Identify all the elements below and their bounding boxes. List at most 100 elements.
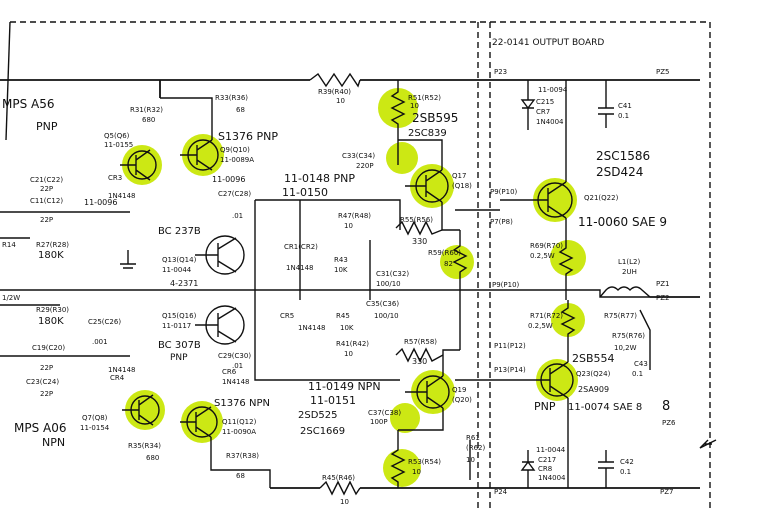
- label-r27-value: 180K: [38, 250, 64, 261]
- label-c19: C19(C20): [32, 344, 65, 352]
- label-p13: P13(P14): [494, 366, 526, 374]
- label-c41: C41: [618, 102, 632, 110]
- label-r37-value: 68: [236, 472, 245, 480]
- label-c25: C25(C26): [88, 318, 121, 326]
- label-p9: P9(P10): [490, 188, 518, 196]
- label-num-0074: 11-0074 SAE 8: [568, 402, 642, 413]
- transistor-q23: [500, 338, 574, 488]
- label-num-0094: 11-0094: [538, 86, 568, 94]
- label-c215: C215: [536, 98, 554, 106]
- label-num-0044: 11-0044: [536, 446, 566, 454]
- transistor-q15: [195, 305, 245, 345]
- label-r69-value: 0.2,5W: [530, 252, 555, 260]
- label-c29: C29(C30): [218, 352, 251, 360]
- label-c33: C33(C34): [342, 152, 375, 160]
- label-q19-part: 2SD525: [298, 410, 338, 421]
- label-pz1: PZ1: [656, 280, 669, 288]
- label-c43-value: 0.1: [632, 370, 643, 378]
- label-mps-a56: MPS A56: [2, 97, 55, 111]
- label-c29-value: .01: [232, 362, 243, 370]
- label-r27: R27(R28): [36, 241, 69, 249]
- label-cr6: CR6: [222, 368, 237, 376]
- label-header: 22-0141 OUTPUT BOARD: [492, 38, 604, 48]
- highlight-r71: [551, 303, 585, 337]
- label-q5-num: 11-0155: [104, 141, 133, 149]
- transistor-q11: [180, 406, 271, 488]
- highlight-q21: [533, 178, 577, 222]
- label-r51-value: 10: [410, 102, 419, 110]
- label-c11-value: 22P: [40, 216, 53, 224]
- label-r29-value: 180K: [38, 316, 64, 327]
- label-q7-num: 11-0154: [80, 424, 110, 432]
- label-q9-num: 11-0089A: [220, 156, 254, 164]
- label-2sd424: 2SD424: [596, 165, 643, 179]
- label-q11-num: 11-0090A: [222, 428, 256, 436]
- label-c217: C217: [538, 456, 556, 464]
- transistor-q5: [120, 149, 157, 181]
- label-c27: C27(C28): [218, 190, 251, 198]
- label-c33-value: 220P: [356, 162, 374, 170]
- label-c43: C43: [634, 360, 648, 368]
- ground-left: [120, 250, 136, 269]
- label-c19-value: 22P: [40, 364, 53, 372]
- label-r33-value: 68: [236, 106, 245, 114]
- label-r31: R31(R32): [130, 106, 163, 114]
- label-q13: Q13(Q14): [162, 256, 197, 264]
- label-num-0149: 11-0149 NPN: [308, 380, 381, 393]
- label-num-0148: 11-0148 PNP: [284, 172, 355, 185]
- label-bc307b: BC 307B: [158, 340, 201, 351]
- misc-wires: [254, 199, 651, 480]
- label-c31-value: 100/10: [376, 280, 401, 288]
- label-cr3: CR3: [108, 174, 122, 182]
- label-2sc1586: 2SC1586: [596, 149, 650, 163]
- label-cr8-diode: 1N4004: [538, 474, 566, 482]
- label-q11: Q11(Q12): [222, 418, 257, 426]
- label-pnp-mid: PNP: [170, 353, 188, 363]
- label-c23-value: 22P: [40, 390, 53, 398]
- label-l1: L1(L2): [618, 258, 640, 266]
- label-num-0150: 11-0150: [282, 186, 328, 199]
- label-s1376-npn: S1376 NPN: [214, 398, 270, 409]
- label-pz7: PZ7: [660, 488, 673, 496]
- transistor-q17: [398, 139, 460, 231]
- label-r75: R75(R77): [604, 312, 637, 320]
- label-cr5-diode: 1N4148: [298, 324, 326, 332]
- label-cr1: CR1(CR2): [284, 243, 318, 251]
- label-half-w: 1/2W: [2, 294, 20, 302]
- label-cr8: CR8: [538, 465, 552, 473]
- label-p7: P7(P8): [490, 218, 513, 226]
- label-r61: R61: [466, 434, 480, 442]
- label-pnp-right: PNP: [534, 400, 556, 413]
- label-q13-sub: 4-2371: [170, 279, 198, 288]
- label-r47: R47(R48): [338, 212, 371, 220]
- label-q19-alt: 2SC1669: [300, 426, 345, 437]
- capacitor-c42: [598, 450, 614, 488]
- label-r57-value: 330: [412, 357, 427, 366]
- label-c42: C42: [620, 458, 634, 466]
- board-border: [10, 21, 711, 512]
- highlight-r59: [440, 245, 474, 279]
- label-r53-value: 10: [412, 468, 421, 476]
- highlight-c37: [390, 403, 420, 433]
- label-r55-value: 330: [412, 237, 427, 246]
- label-cr7-diode: 1N4004: [536, 118, 564, 126]
- label-q23: Q23(Q24): [576, 370, 611, 378]
- label-l1-value: 2UH: [622, 268, 637, 276]
- label-p23: P23: [494, 68, 507, 76]
- label-pz2: PZ2: [656, 294, 669, 302]
- label-s1376-pnp: S1376 PNP: [218, 130, 278, 143]
- label-r41: R41(R42): [336, 340, 369, 348]
- label-r57: R57(R58): [404, 338, 437, 346]
- label-q7: Q7(Q8): [82, 414, 108, 422]
- label-r43-value: 10K: [334, 266, 348, 274]
- label-r53: R53(R54): [408, 458, 441, 466]
- label-p11: P11(P12): [494, 342, 526, 350]
- label-r39-value: 10: [336, 97, 345, 105]
- label-r45b: R45(R46): [322, 474, 355, 482]
- inductor-l1: [599, 286, 700, 298]
- label-npn-left: NPN: [42, 436, 65, 449]
- ground-right: [699, 439, 717, 449]
- label-num-0060: 11-0060 SAE 9: [578, 215, 667, 229]
